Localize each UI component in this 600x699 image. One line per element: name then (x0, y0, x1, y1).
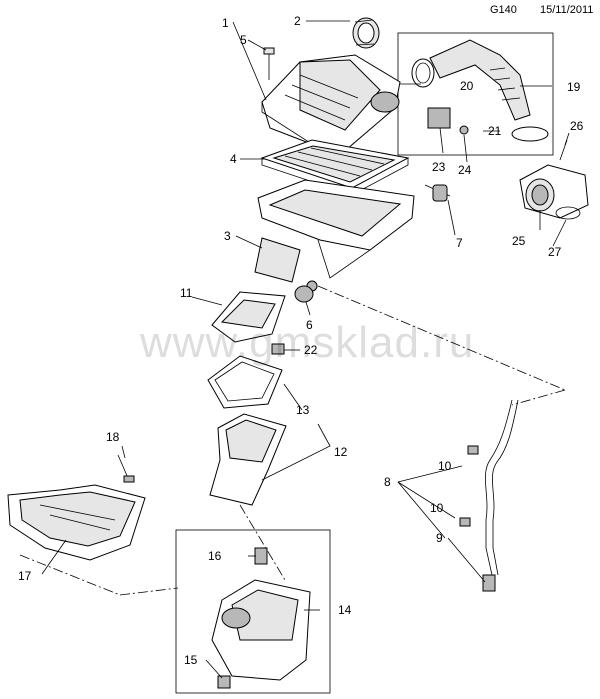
intake-scoop-11 (211, 291, 286, 343)
bolt-18 (117, 454, 135, 483)
callout-13: 13 (296, 403, 310, 417)
callout-15: 15 (184, 653, 198, 667)
callout-23: 23 (432, 160, 446, 174)
clip-22 (271, 343, 285, 355)
callout-1: 1 (222, 16, 229, 30)
callout-22: 22 (304, 343, 318, 357)
air-cleaner-lower-housing (257, 179, 415, 292)
callout-12: 12 (334, 445, 348, 459)
callout-27: 27 (548, 245, 562, 259)
dash-line-hose-end (511, 389, 566, 406)
inset-frame-14 (175, 529, 331, 694)
callout-10-lower: 10 (430, 501, 444, 515)
intake-duct-17 (7, 484, 146, 561)
callout-16: 16 (208, 549, 222, 563)
mass-air-flow-sensor (352, 17, 380, 49)
callout-24: 24 (458, 163, 472, 177)
intake-duct-12 (209, 413, 287, 506)
seal-27 (555, 206, 581, 220)
air-cleaner-cover (261, 54, 401, 163)
screw-5 (263, 47, 275, 80)
dash-line-duct-2 (19, 554, 121, 596)
callout-20: 20 (460, 79, 474, 93)
grommet-7 (432, 184, 448, 202)
callout-3: 3 (224, 229, 231, 243)
air-filter-element (260, 139, 410, 196)
dash-line-hose (317, 285, 566, 391)
callout-2: 2 (294, 14, 301, 28)
leader-lines (41, 20, 570, 679)
dash-line-resonator (239, 504, 286, 581)
throttle-body-25 (519, 164, 589, 219)
clip-16 (254, 547, 268, 565)
air-hose-19 (429, 39, 531, 121)
callout-10-upper: 10 (438, 459, 452, 473)
diagram-code: G140 (490, 4, 517, 16)
callout-18: 18 (106, 430, 120, 444)
clamp-10-upper (467, 445, 479, 455)
callout-11: 11 (180, 286, 193, 300)
diagram-date: 15/11/2011 (540, 4, 594, 16)
callout-7: 7 (456, 236, 463, 250)
callout-21: 21 (488, 124, 502, 138)
callout-19: 19 (567, 80, 581, 94)
callout-4: 4 (230, 152, 237, 166)
clip-15 (217, 675, 231, 689)
clamp-10-lower (459, 517, 471, 527)
callout-8: 8 (384, 475, 391, 489)
callout-14: 14 (338, 603, 352, 617)
vent-hose-9 (482, 399, 519, 592)
callout-9: 9 (436, 531, 443, 545)
dash-line-duct (119, 587, 179, 596)
callout-25: 25 (512, 234, 526, 248)
inlet-duct-3 (254, 237, 301, 283)
resonator-14 (211, 579, 311, 681)
seal-21 (511, 126, 549, 142)
clamp-20 (411, 58, 435, 88)
callout-17: 17 (18, 569, 32, 583)
callout-6: 6 (306, 318, 313, 332)
callout-26: 26 (570, 119, 584, 133)
sensor-23 (427, 107, 451, 129)
callout-5: 5 (240, 33, 247, 47)
watermark: www.gmsklad.ru (140, 318, 475, 367)
grommet-6 (294, 285, 314, 303)
bolt-24 (459, 125, 469, 135)
seal-13 (207, 355, 283, 409)
